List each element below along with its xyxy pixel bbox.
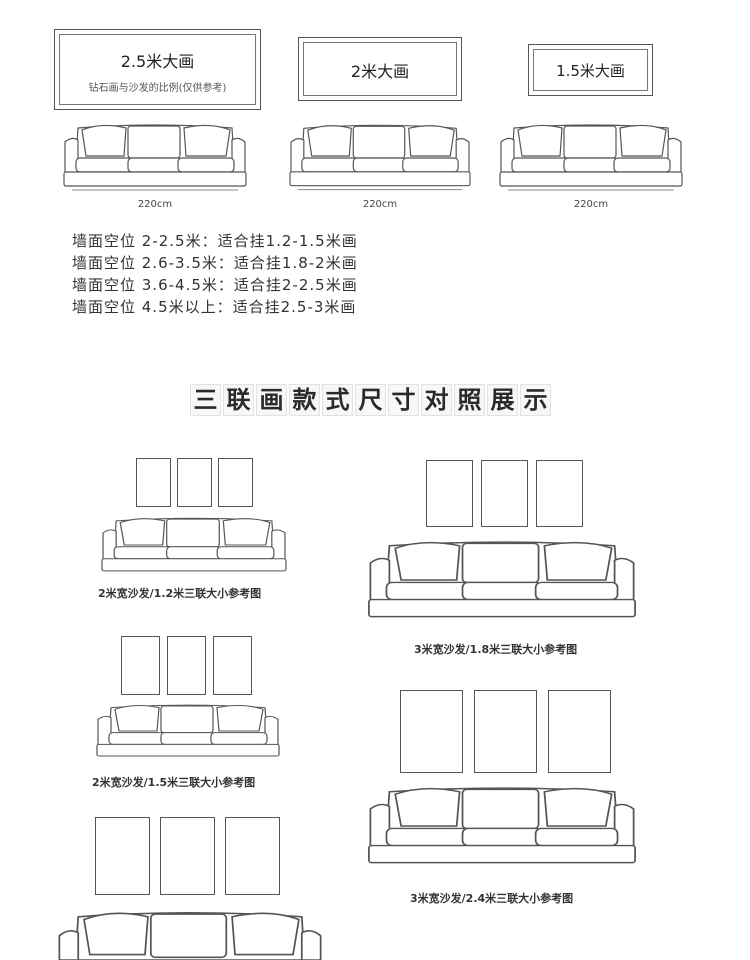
- sofa-width-label-3: 220cm: [573, 199, 609, 210]
- sofa-width-label-2: 220cm: [362, 199, 398, 210]
- triptych-e-panel-1: [95, 817, 150, 895]
- triptych-c-panel-1: [121, 636, 160, 695]
- sofa-illustration-triptych-a: [101, 517, 287, 572]
- sofa-illustration-3: [499, 124, 683, 191]
- heading-char-9: 照: [454, 384, 485, 416]
- triptych-a-panel-3: [218, 458, 253, 507]
- sofa-illustration-triptych-c: [96, 704, 280, 757]
- rule-line-1: 墙面空位 2-2.5米：适合挂1.2-1.5米画: [72, 232, 358, 250]
- frame-1-5m: 1.5米大画: [528, 44, 653, 96]
- triptych-a-panel-2: [177, 458, 212, 507]
- heading-char-2: 联: [223, 384, 254, 416]
- triptych-a-caption: 2米宽沙发/1.2米三联大小参考图: [98, 587, 262, 600]
- sofa-illustration-2: [289, 124, 471, 191]
- heading-char-10: 展: [487, 384, 518, 416]
- triptych-c-panel-3: [213, 636, 252, 695]
- triptych-b-panel-1: [426, 460, 473, 527]
- rule-line-2: 墙面空位 2.6-3.5米：适合挂1.8-2米画: [72, 254, 358, 272]
- sofa-illustration-triptych-d: [368, 787, 636, 864]
- frame-2m-title: 2米大画: [350, 62, 410, 81]
- triptych-d-panel-3: [548, 690, 611, 773]
- triptych-d-panel-2: [474, 690, 537, 773]
- heading-char-6: 尺: [355, 384, 386, 416]
- triptych-d-caption: 3米宽沙发/2.4米三联大小参考图: [410, 892, 574, 905]
- rule-line-3: 墙面空位 3.6-4.5米：适合挂2-2.5米画: [72, 276, 358, 294]
- frame-1-5m-title: 1.5米大画: [556, 62, 625, 80]
- heading-char-1: 三: [190, 384, 221, 416]
- heading-char-3: 画: [256, 384, 287, 416]
- sofa-illustration-triptych-e: [58, 911, 322, 960]
- heading-char-4: 款: [289, 384, 320, 416]
- heading-char-7: 寸: [388, 384, 419, 416]
- frame-2-5m: 2.5米大画 钻石画与沙发的比例(仅供参考): [54, 29, 261, 110]
- triptych-e-panel-2: [160, 817, 215, 895]
- heading-char-8: 对: [421, 384, 452, 416]
- sofa-illustration-triptych-b: [368, 541, 636, 618]
- triptych-b-panel-3: [536, 460, 583, 527]
- triptych-d-panel-1: [400, 690, 463, 773]
- triptych-c-panel-2: [167, 636, 206, 695]
- triptych-b-panel-2: [481, 460, 528, 527]
- frame-2-5m-title: 2.5米大画: [120, 52, 195, 71]
- frame-2-5m-subtitle: 钻石画与沙发的比例(仅供参考): [88, 83, 227, 94]
- sofa-illustration-1: [63, 124, 247, 191]
- triptych-c-caption: 2米宽沙发/1.5米三联大小参考图: [92, 776, 256, 789]
- sofa-width-label-1: 220cm: [137, 199, 173, 210]
- frame-2m: 2米大画: [298, 37, 462, 101]
- triptych-a-panel-1: [136, 458, 171, 507]
- triptych-b-caption: 3米宽沙发/1.8米三联大小参考图: [414, 643, 578, 656]
- section-heading: 三 联 画 款 式 尺 寸 对 照 展 示: [190, 384, 551, 416]
- triptych-e-panel-3: [225, 817, 280, 895]
- wall-space-guidelines: 墙面空位 2-2.5米：适合挂1.2-1.5米画 墙面空位 2.6-3.5米：适…: [72, 230, 358, 318]
- heading-char-5: 式: [322, 384, 353, 416]
- heading-char-11: 示: [520, 384, 551, 416]
- rule-line-4: 墙面空位 4.5米以上：适合挂2.5-3米画: [72, 298, 357, 316]
